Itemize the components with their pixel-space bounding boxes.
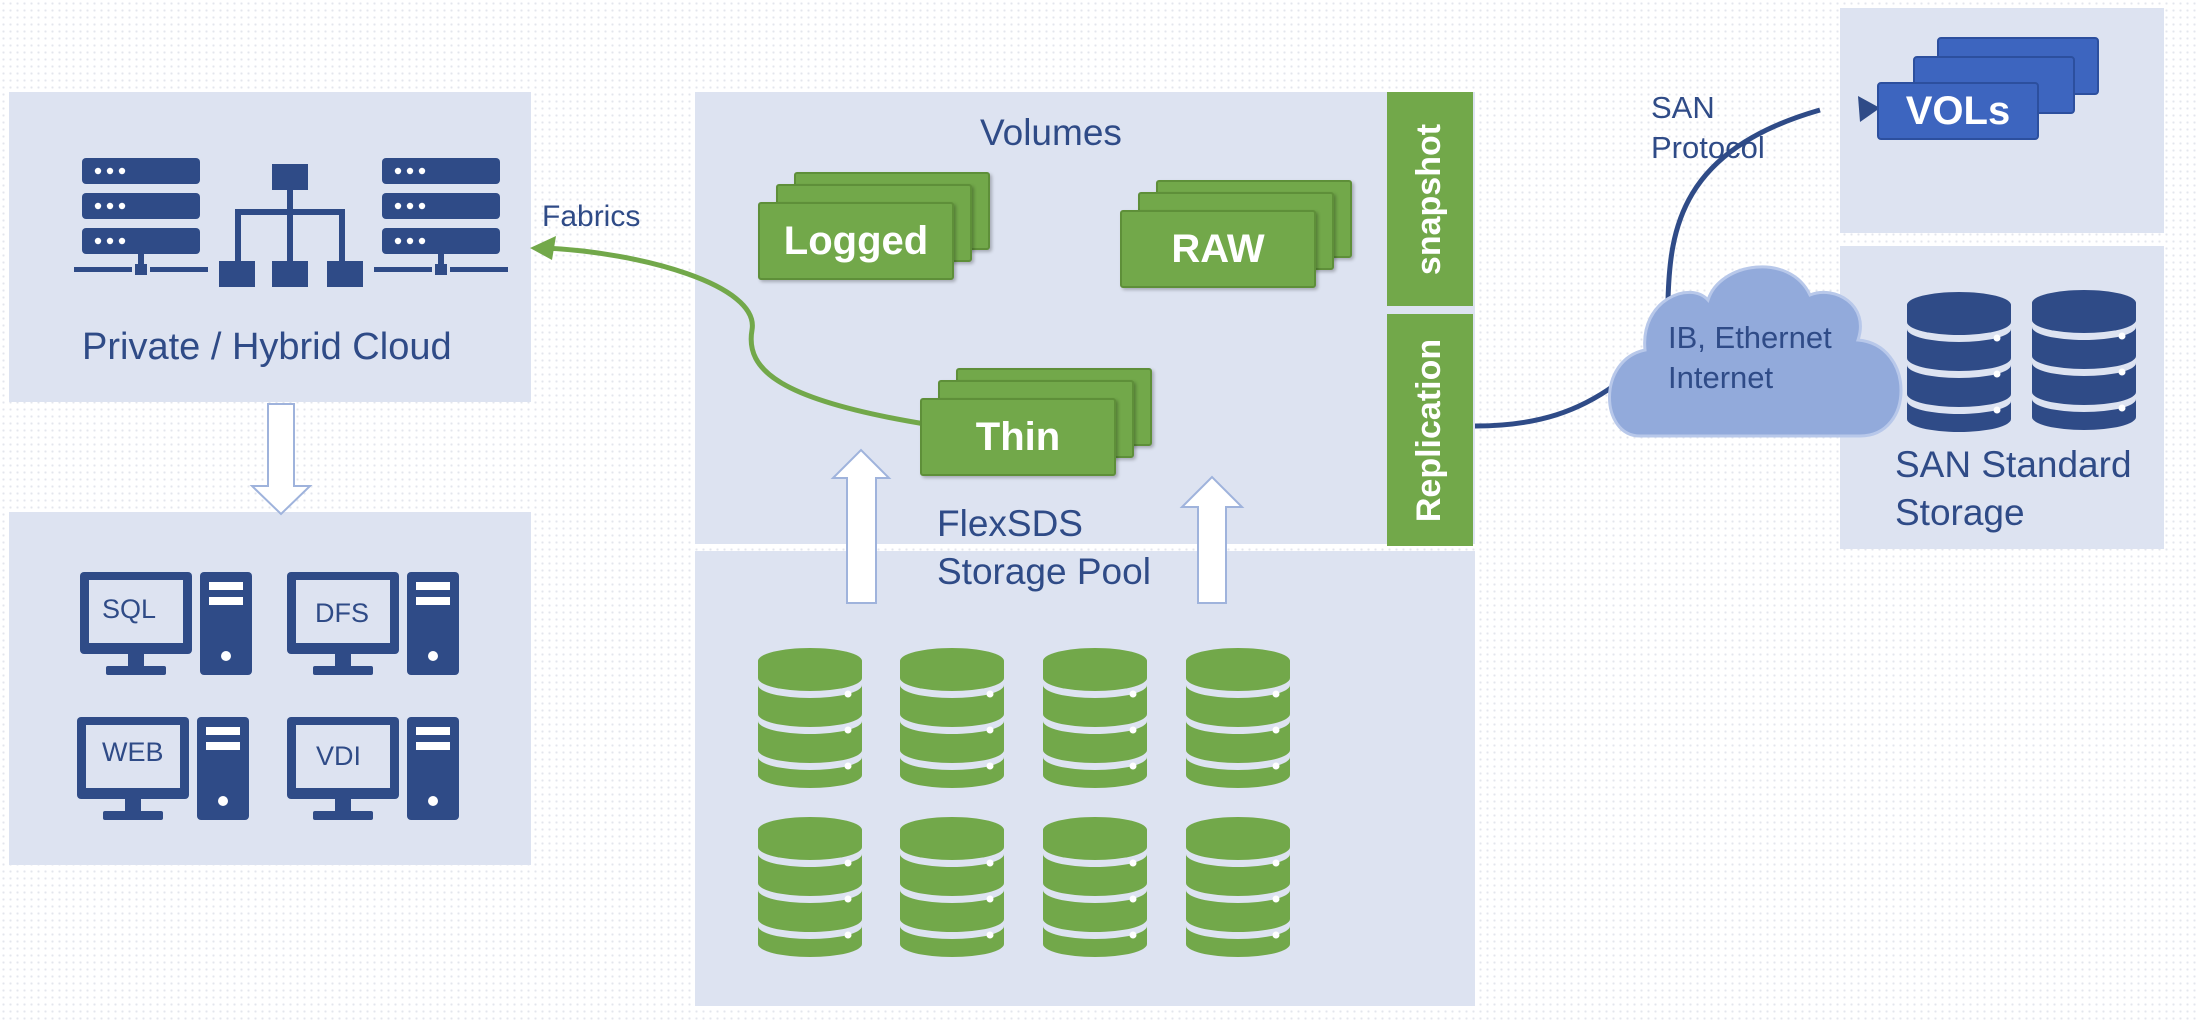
up-arrow-icon bbox=[830, 448, 892, 604]
vols-stack-icon bbox=[1877, 37, 2099, 140]
replication-label: Replication bbox=[1410, 338, 1449, 522]
vdi-server-icon bbox=[287, 717, 459, 820]
disk-icon bbox=[900, 817, 1004, 957]
sql-label: SQL bbox=[102, 594, 157, 624]
private-cloud-label: Private / Hybrid Cloud bbox=[82, 326, 452, 368]
san-disk-icon bbox=[1907, 292, 2011, 432]
thin-volume: Thin bbox=[920, 398, 1116, 476]
san-storage-line1: SAN Standard bbox=[1895, 444, 2132, 485]
vols-label: VOLs bbox=[1905, 89, 2011, 133]
web-server-icon bbox=[77, 717, 249, 820]
disk-icon bbox=[1043, 648, 1147, 788]
pool-label-line2: Storage Pool bbox=[937, 551, 1151, 592]
cloud-label-line2: Internet bbox=[1668, 360, 1774, 395]
raw-volume: RAW bbox=[1120, 210, 1316, 288]
disk-icon bbox=[758, 817, 862, 957]
san-disk-icon bbox=[2032, 290, 2136, 430]
dfs-server-icon bbox=[287, 572, 459, 675]
snapshot-block: snapshot bbox=[1387, 92, 1473, 306]
cloud-label-line1: IB, Ethernet bbox=[1668, 320, 1832, 355]
server-rack-icon bbox=[374, 158, 508, 275]
disk-icon bbox=[900, 648, 1004, 788]
cloud-icon bbox=[1608, 265, 1903, 438]
replication-connector bbox=[1474, 382, 1617, 429]
snapshot-label: snapshot bbox=[1410, 123, 1449, 275]
volumes-title: Volumes bbox=[980, 112, 1122, 153]
web-label: WEB bbox=[102, 737, 164, 767]
disk-icon bbox=[758, 648, 862, 788]
server-rack-icon bbox=[74, 158, 208, 275]
network-topology-icon bbox=[219, 164, 363, 287]
san-protocol-line2: Protocol bbox=[1651, 130, 1765, 165]
down-arrow-icon bbox=[249, 403, 313, 516]
replication-block: Replication bbox=[1387, 314, 1473, 546]
disk-icon bbox=[1186, 648, 1290, 788]
san-protocol-connector bbox=[1665, 107, 1821, 301]
vdi-label: VDI bbox=[316, 741, 362, 771]
pool-label-line1: FlexSDS bbox=[937, 503, 1083, 544]
disk-icon bbox=[1043, 817, 1147, 957]
logged-volume: Logged bbox=[758, 202, 954, 280]
fabrics-label: Fabrics bbox=[542, 200, 641, 233]
san-storage-line2: Storage bbox=[1895, 492, 2025, 533]
dfs-label: DFS bbox=[315, 598, 369, 628]
up-arrow-icon bbox=[1179, 475, 1245, 604]
san-protocol-arrowhead bbox=[1858, 96, 1880, 122]
fabrics-connector bbox=[543, 245, 926, 427]
fabrics-arrowhead bbox=[530, 236, 556, 260]
disk-icon bbox=[1186, 817, 1290, 957]
san-protocol-line1: SAN bbox=[1651, 90, 1715, 125]
